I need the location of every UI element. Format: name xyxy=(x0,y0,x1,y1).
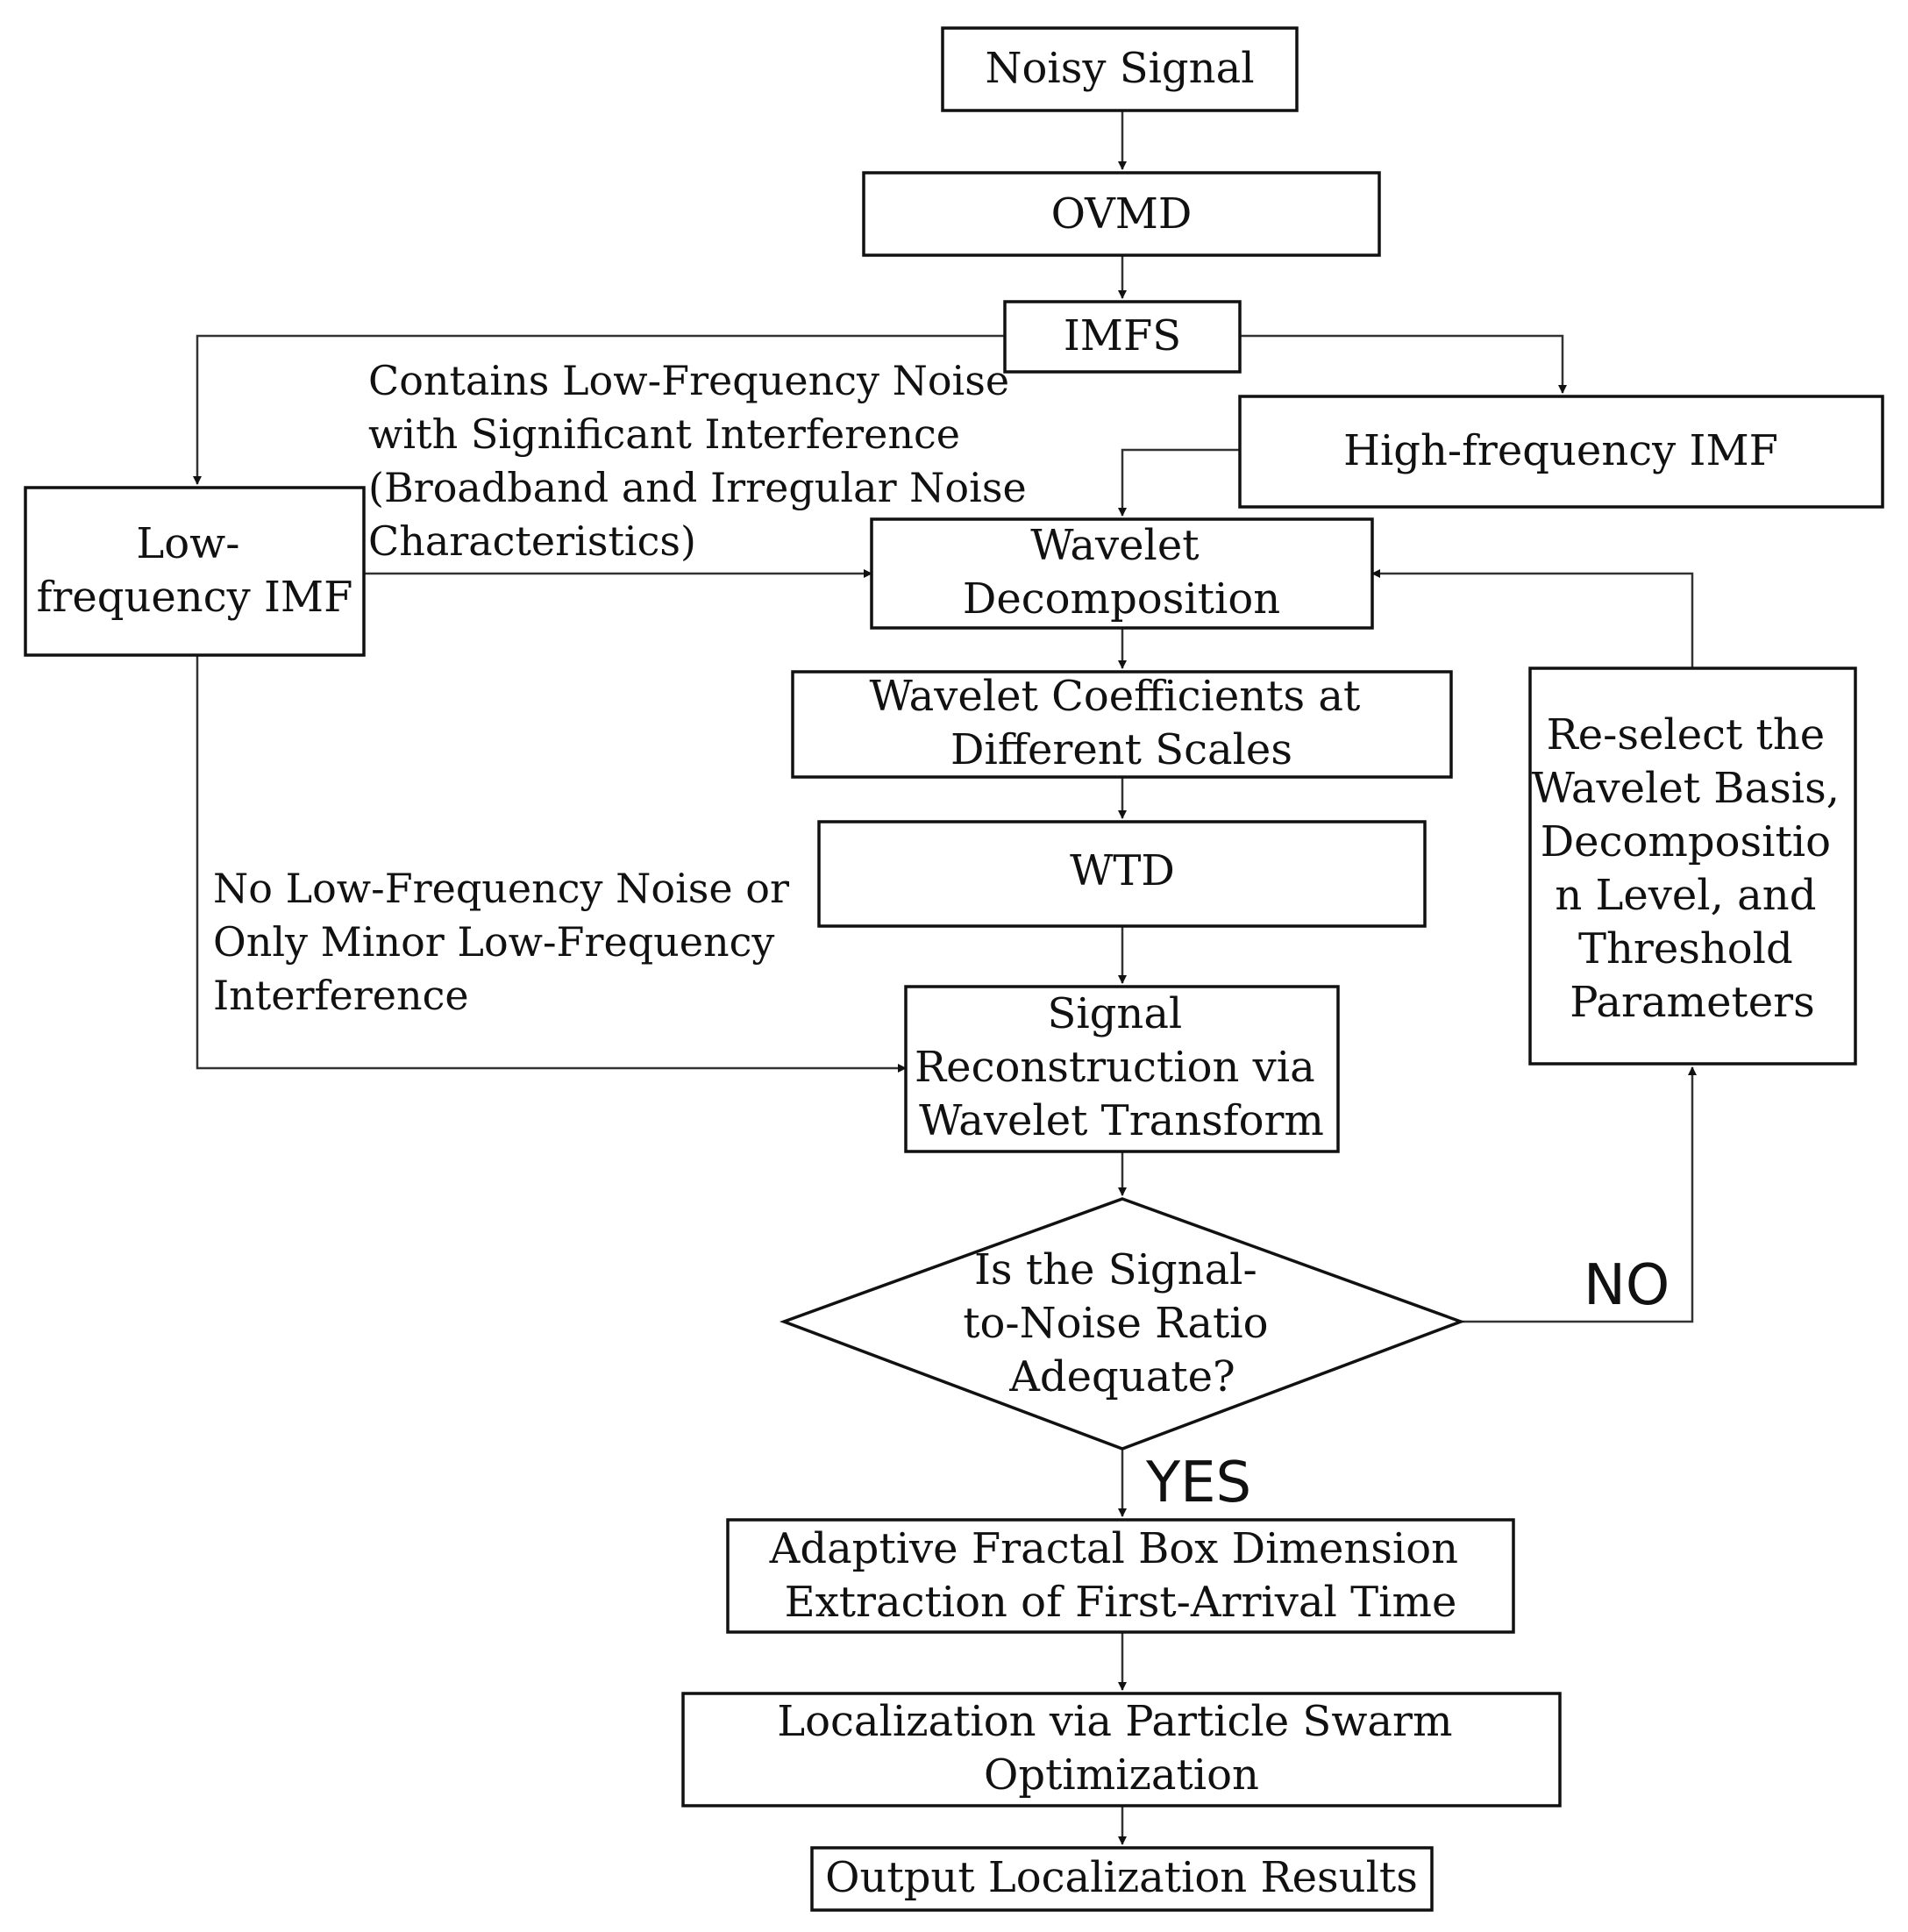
node-text: Signal Reconstruction via Wavelet Transf… xyxy=(915,989,1328,1145)
edge-label-no-low-frequency-noise: No Low-Frequency Noise or Only Minor Low… xyxy=(213,865,802,1019)
node-reselect-parameters: Re-select the Wavelet Basis, Decompositi… xyxy=(1528,667,1857,1066)
edge-decision-no-to-reselect xyxy=(1461,1066,1697,1323)
node-wtd: WTD xyxy=(817,820,1427,928)
edge-imfs-to-low-freq xyxy=(193,334,1005,485)
node-text: IMFS xyxy=(1064,311,1181,360)
edge-label-no: NO xyxy=(1584,1253,1670,1318)
node-imfs: IMFS xyxy=(1003,300,1242,374)
node-wavelet-coefficients: Wavelet Coefficients at Different Scales xyxy=(791,670,1453,779)
edge-low-freq-to-reconstruction xyxy=(196,655,907,1073)
edge-high-freq-to-wavelet-decomp xyxy=(1118,448,1240,517)
node-low-frequency-imf: Low- frequency IMF xyxy=(24,486,366,657)
node-text: Is the Signal- to-Noise Ratio Adequate? xyxy=(963,1245,1282,1401)
node-text: Wavelet Coefficients at Different Scales xyxy=(870,672,1374,774)
node-text: Low- frequency IMF xyxy=(37,519,353,622)
node-text: High-frequency IMF xyxy=(1343,426,1778,475)
edge-label-low-frequency-noise: Contains Low-Frequency Noise with Signif… xyxy=(368,357,1039,565)
node-text: WTD xyxy=(1070,846,1175,895)
edge-imfs-to-high-freq xyxy=(1240,334,1567,394)
node-high-frequency-imf: High-frequency IMF xyxy=(1238,395,1884,509)
edges xyxy=(193,111,1697,1845)
node-signal-reconstruction: Signal Reconstruction via Wavelet Transf… xyxy=(904,985,1340,1153)
node-text: Output Localization Results xyxy=(825,1853,1418,1902)
node-particle-swarm-localization: Localization via Particle Swarm Optimiza… xyxy=(681,1692,1562,1807)
node-wavelet-decomposition: Wavelet Decomposition xyxy=(870,517,1374,630)
node-text: Re-select the Wavelet Basis, Decompositi… xyxy=(1532,710,1854,1027)
node-text: Wavelet Decomposition xyxy=(963,521,1280,624)
node-text: Adaptive Fractal Box Dimension Extractio… xyxy=(769,1524,1472,1627)
node-ovmd: OVMD xyxy=(862,171,1381,257)
node-fractal-box-dimension: Adaptive Fractal Box Dimension Extractio… xyxy=(726,1518,1515,1634)
edge-reselect-to-wavelet-decomp xyxy=(1371,569,1694,668)
node-text: Localization via Particle Swarm Optimiza… xyxy=(777,1697,1466,1800)
edge-label-yes: YES xyxy=(1145,1451,1251,1515)
node-snr-decision: Is the Signal- to-Noise Ratio Adequate? xyxy=(779,1197,1466,1451)
node-noisy-signal: Noisy Signal xyxy=(941,26,1299,112)
node-output-results: Output Localization Results xyxy=(810,1846,1434,1912)
node-text: OVMD xyxy=(1051,189,1192,239)
node-text: Noisy Signal xyxy=(985,44,1254,93)
